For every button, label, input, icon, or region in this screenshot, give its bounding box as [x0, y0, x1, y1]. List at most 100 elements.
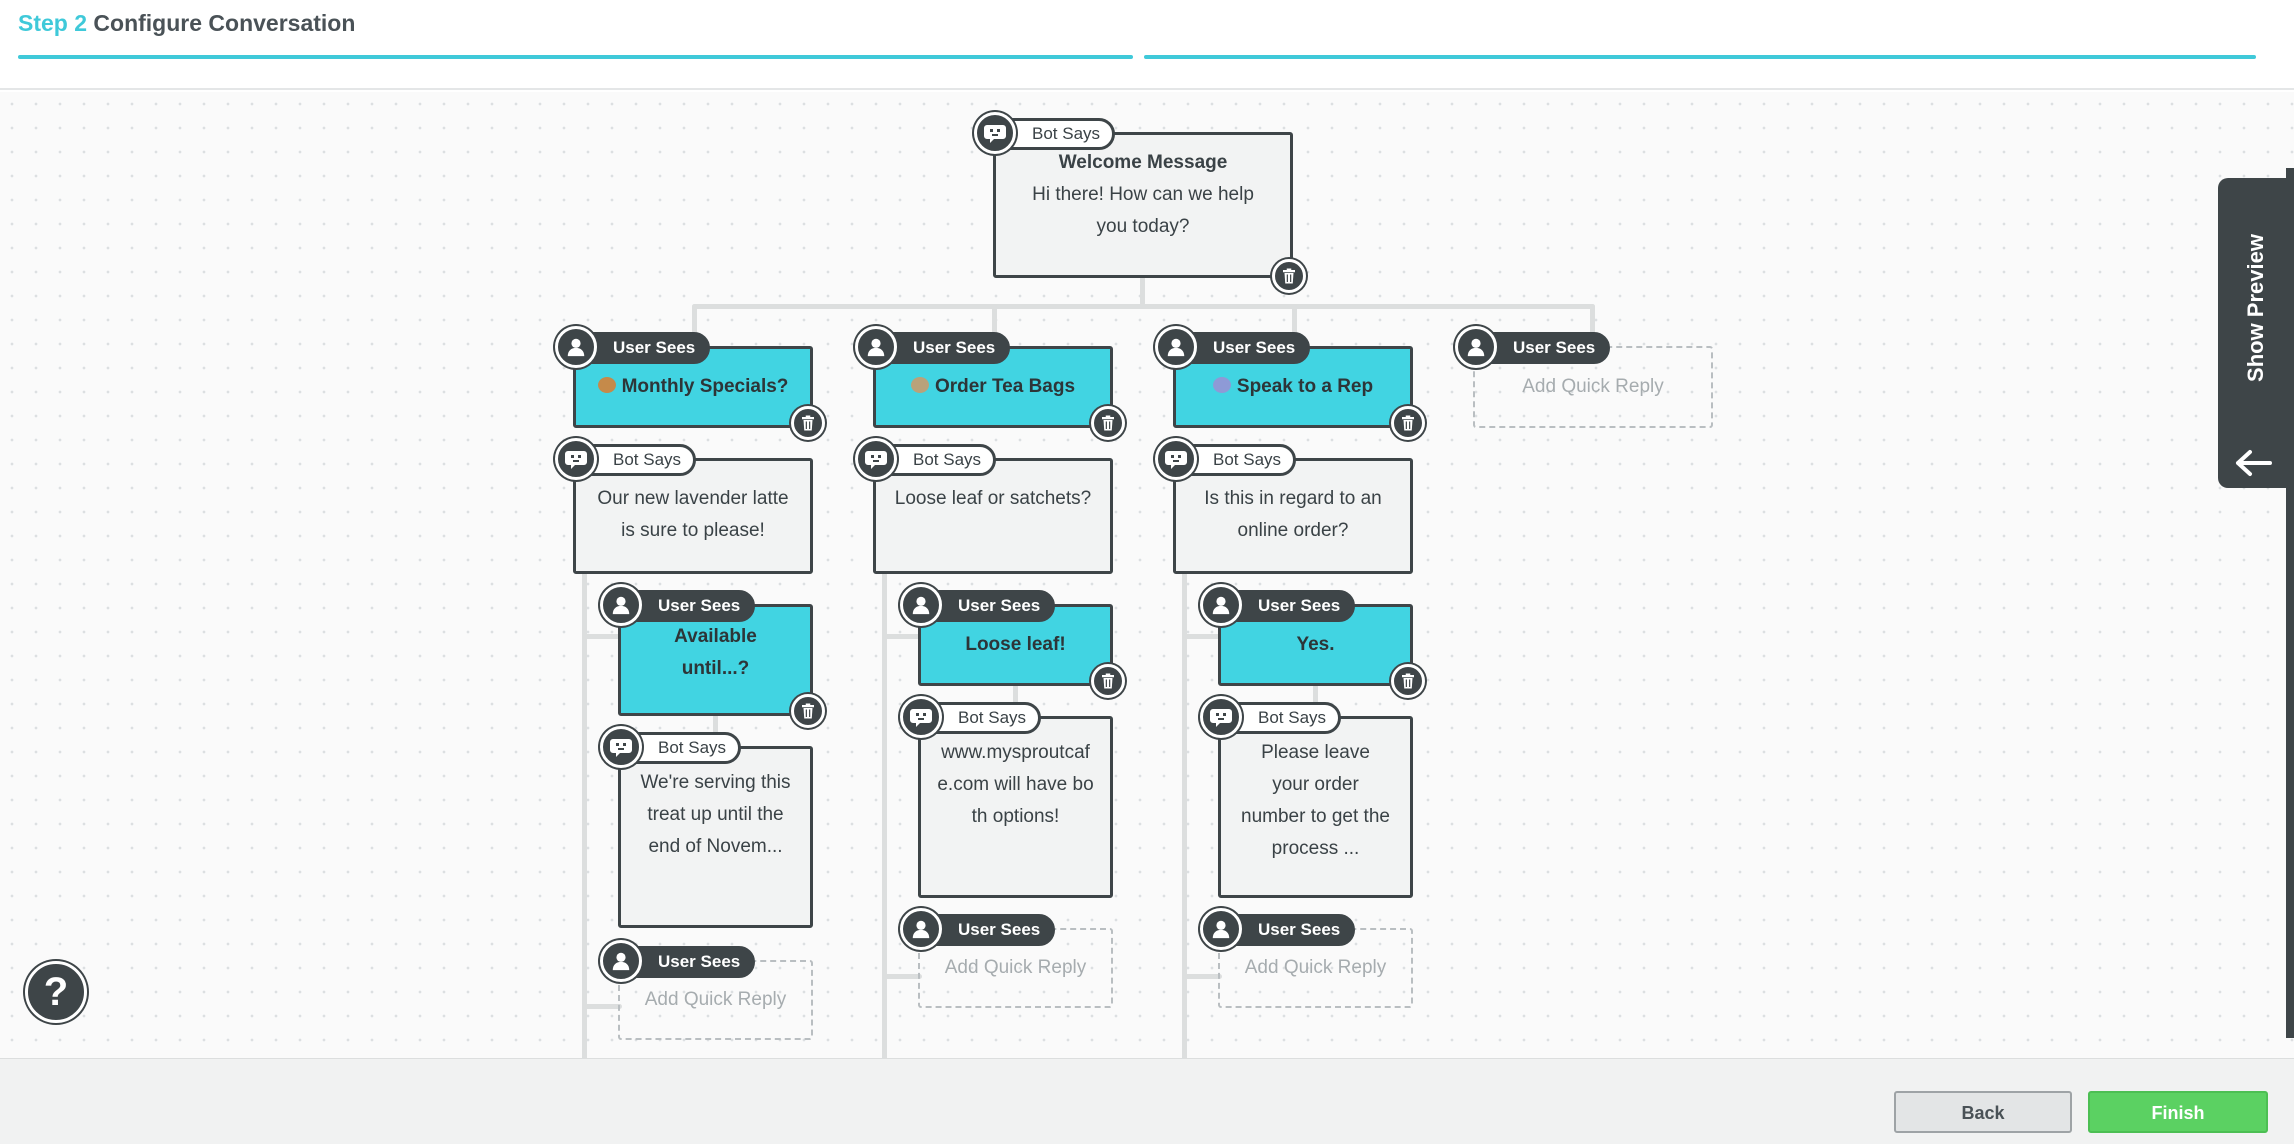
connector: [1013, 684, 1018, 714]
connector: [692, 304, 1595, 309]
connector: [1590, 304, 1595, 336]
coffee-cup-icon: [597, 377, 616, 393]
bot-reply-text: Our new lavender latte is sure to please…: [597, 488, 789, 541]
user-icon: [910, 594, 932, 616]
bot-icon: [1209, 705, 1233, 729]
bot-reply-text: We're serving this treat up until the en…: [640, 772, 791, 857]
delete-quick-reply-button[interactable]: [1091, 664, 1125, 698]
footer-bar: Back Finish: [0, 1058, 2294, 1144]
connector: [882, 974, 922, 979]
trash-icon: [799, 414, 817, 432]
bot-reply-card[interactable]: We're serving this treat up until the en…: [618, 746, 813, 928]
user-icon: [1165, 336, 1187, 358]
bot-avatar: [555, 438, 597, 480]
bot-reply-card[interactable]: Please leave your order number to get th…: [1218, 716, 1413, 898]
bot-reply-card[interactable]: www.mysproutcafe.com will have both opti…: [918, 716, 1113, 898]
finish-button[interactable]: Finish: [2088, 1091, 2268, 1133]
show-preview-tab[interactable]: Show Preview: [2218, 168, 2294, 1038]
user-icon: [1210, 918, 1232, 940]
welcome-text: Hi there! How can we help you today?: [1032, 184, 1254, 237]
connector: [582, 634, 622, 639]
bot-avatar: [600, 726, 642, 768]
bot-reply-text: Please leave your order number to get th…: [1241, 742, 1390, 859]
user-icon: [610, 950, 632, 972]
bot-icon: [864, 447, 888, 471]
user-icon: [865, 336, 887, 358]
trash-icon: [799, 702, 817, 720]
user-avatar: [1155, 326, 1197, 368]
connector: [1182, 464, 1187, 1058]
progress-bar-step-2: [1144, 55, 2256, 59]
connector: [692, 304, 697, 336]
bot-icon: [1164, 447, 1188, 471]
delete-quick-reply-button[interactable]: [791, 694, 825, 728]
trash-icon: [1280, 267, 1298, 285]
step-number: Step 2: [18, 10, 88, 36]
help-button[interactable]: ?: [25, 961, 87, 1023]
connector: [713, 714, 718, 744]
conversation-canvas[interactable]: Welcome Message Hi there! How can we hel…: [0, 92, 2294, 1058]
user-icon: [565, 336, 587, 358]
back-button[interactable]: Back: [1894, 1091, 2072, 1133]
quick-reply-text: Speak to a Rep: [1236, 376, 1374, 397]
step-title: Configure Conversation: [93, 10, 356, 36]
bot-avatar: [900, 696, 942, 738]
user-avatar: [600, 584, 642, 626]
quick-reply-text: Monthly Specials?: [621, 376, 789, 397]
page-title: Step 2 Configure Conversation: [18, 10, 355, 37]
bot-reply-text: Loose leaf or satchets?: [894, 488, 1092, 509]
header: Step 2 Configure Conversation: [0, 0, 2294, 90]
bot-avatar: [1155, 438, 1197, 480]
speech-bubble-icon: [1212, 377, 1231, 393]
connector: [1292, 304, 1297, 336]
bot-avatar: [974, 112, 1016, 154]
connector: [1140, 276, 1145, 306]
trash-icon: [1399, 672, 1417, 690]
connector: [582, 1004, 622, 1009]
progress-bar-step-1: [18, 55, 1133, 59]
preview-panel-edge: [2286, 168, 2294, 1038]
delete-quick-reply-button[interactable]: [791, 406, 825, 440]
user-avatar: [1455, 326, 1497, 368]
user-icon: [610, 594, 632, 616]
trash-icon: [1399, 414, 1417, 432]
show-preview-label: Show Preview: [2243, 234, 2268, 382]
user-avatar: [900, 908, 942, 950]
user-avatar: [600, 940, 642, 982]
user-avatar: [900, 584, 942, 626]
user-avatar: [1200, 908, 1242, 950]
tea-bowl-icon: [910, 377, 929, 393]
delete-quick-reply-button[interactable]: [1091, 406, 1125, 440]
connector: [882, 464, 887, 1058]
bot-avatar: [1200, 696, 1242, 738]
bot-icon: [564, 447, 588, 471]
quick-reply-text: Available until...?: [674, 626, 757, 679]
user-icon: [1465, 336, 1487, 358]
bot-reply-card[interactable]: Loose leaf or satchets?: [873, 458, 1113, 574]
quick-reply-text: Yes.: [1296, 634, 1335, 655]
connector: [882, 634, 922, 639]
user-avatar: [555, 326, 597, 368]
bot-reply-card[interactable]: Is this in regard to an online order?: [1173, 458, 1413, 574]
welcome-title: Welcome Message: [1058, 152, 1228, 173]
user-icon: [1210, 594, 1232, 616]
connector: [582, 464, 587, 1058]
user-avatar: [855, 326, 897, 368]
connector: [1313, 684, 1318, 714]
delete-quick-reply-button[interactable]: [1391, 664, 1425, 698]
connector: [1182, 634, 1222, 639]
delete-quick-reply-button[interactable]: [1391, 406, 1425, 440]
connector: [992, 304, 997, 336]
trash-icon: [1099, 672, 1117, 690]
delete-welcome-button[interactable]: [1272, 259, 1306, 293]
welcome-message-card[interactable]: Welcome Message Hi there! How can we hel…: [993, 132, 1293, 278]
bot-icon: [909, 705, 933, 729]
bot-icon: [609, 735, 633, 759]
quick-reply-text: Order Tea Bags: [934, 376, 1076, 397]
arrow-left-icon: [2236, 450, 2272, 476]
bot-reply-card[interactable]: Our new lavender latte is sure to please…: [573, 458, 813, 574]
quick-reply-text: Loose leaf!: [965, 634, 1066, 655]
trash-icon: [1099, 414, 1117, 432]
connector: [1182, 974, 1222, 979]
user-avatar: [1200, 584, 1242, 626]
